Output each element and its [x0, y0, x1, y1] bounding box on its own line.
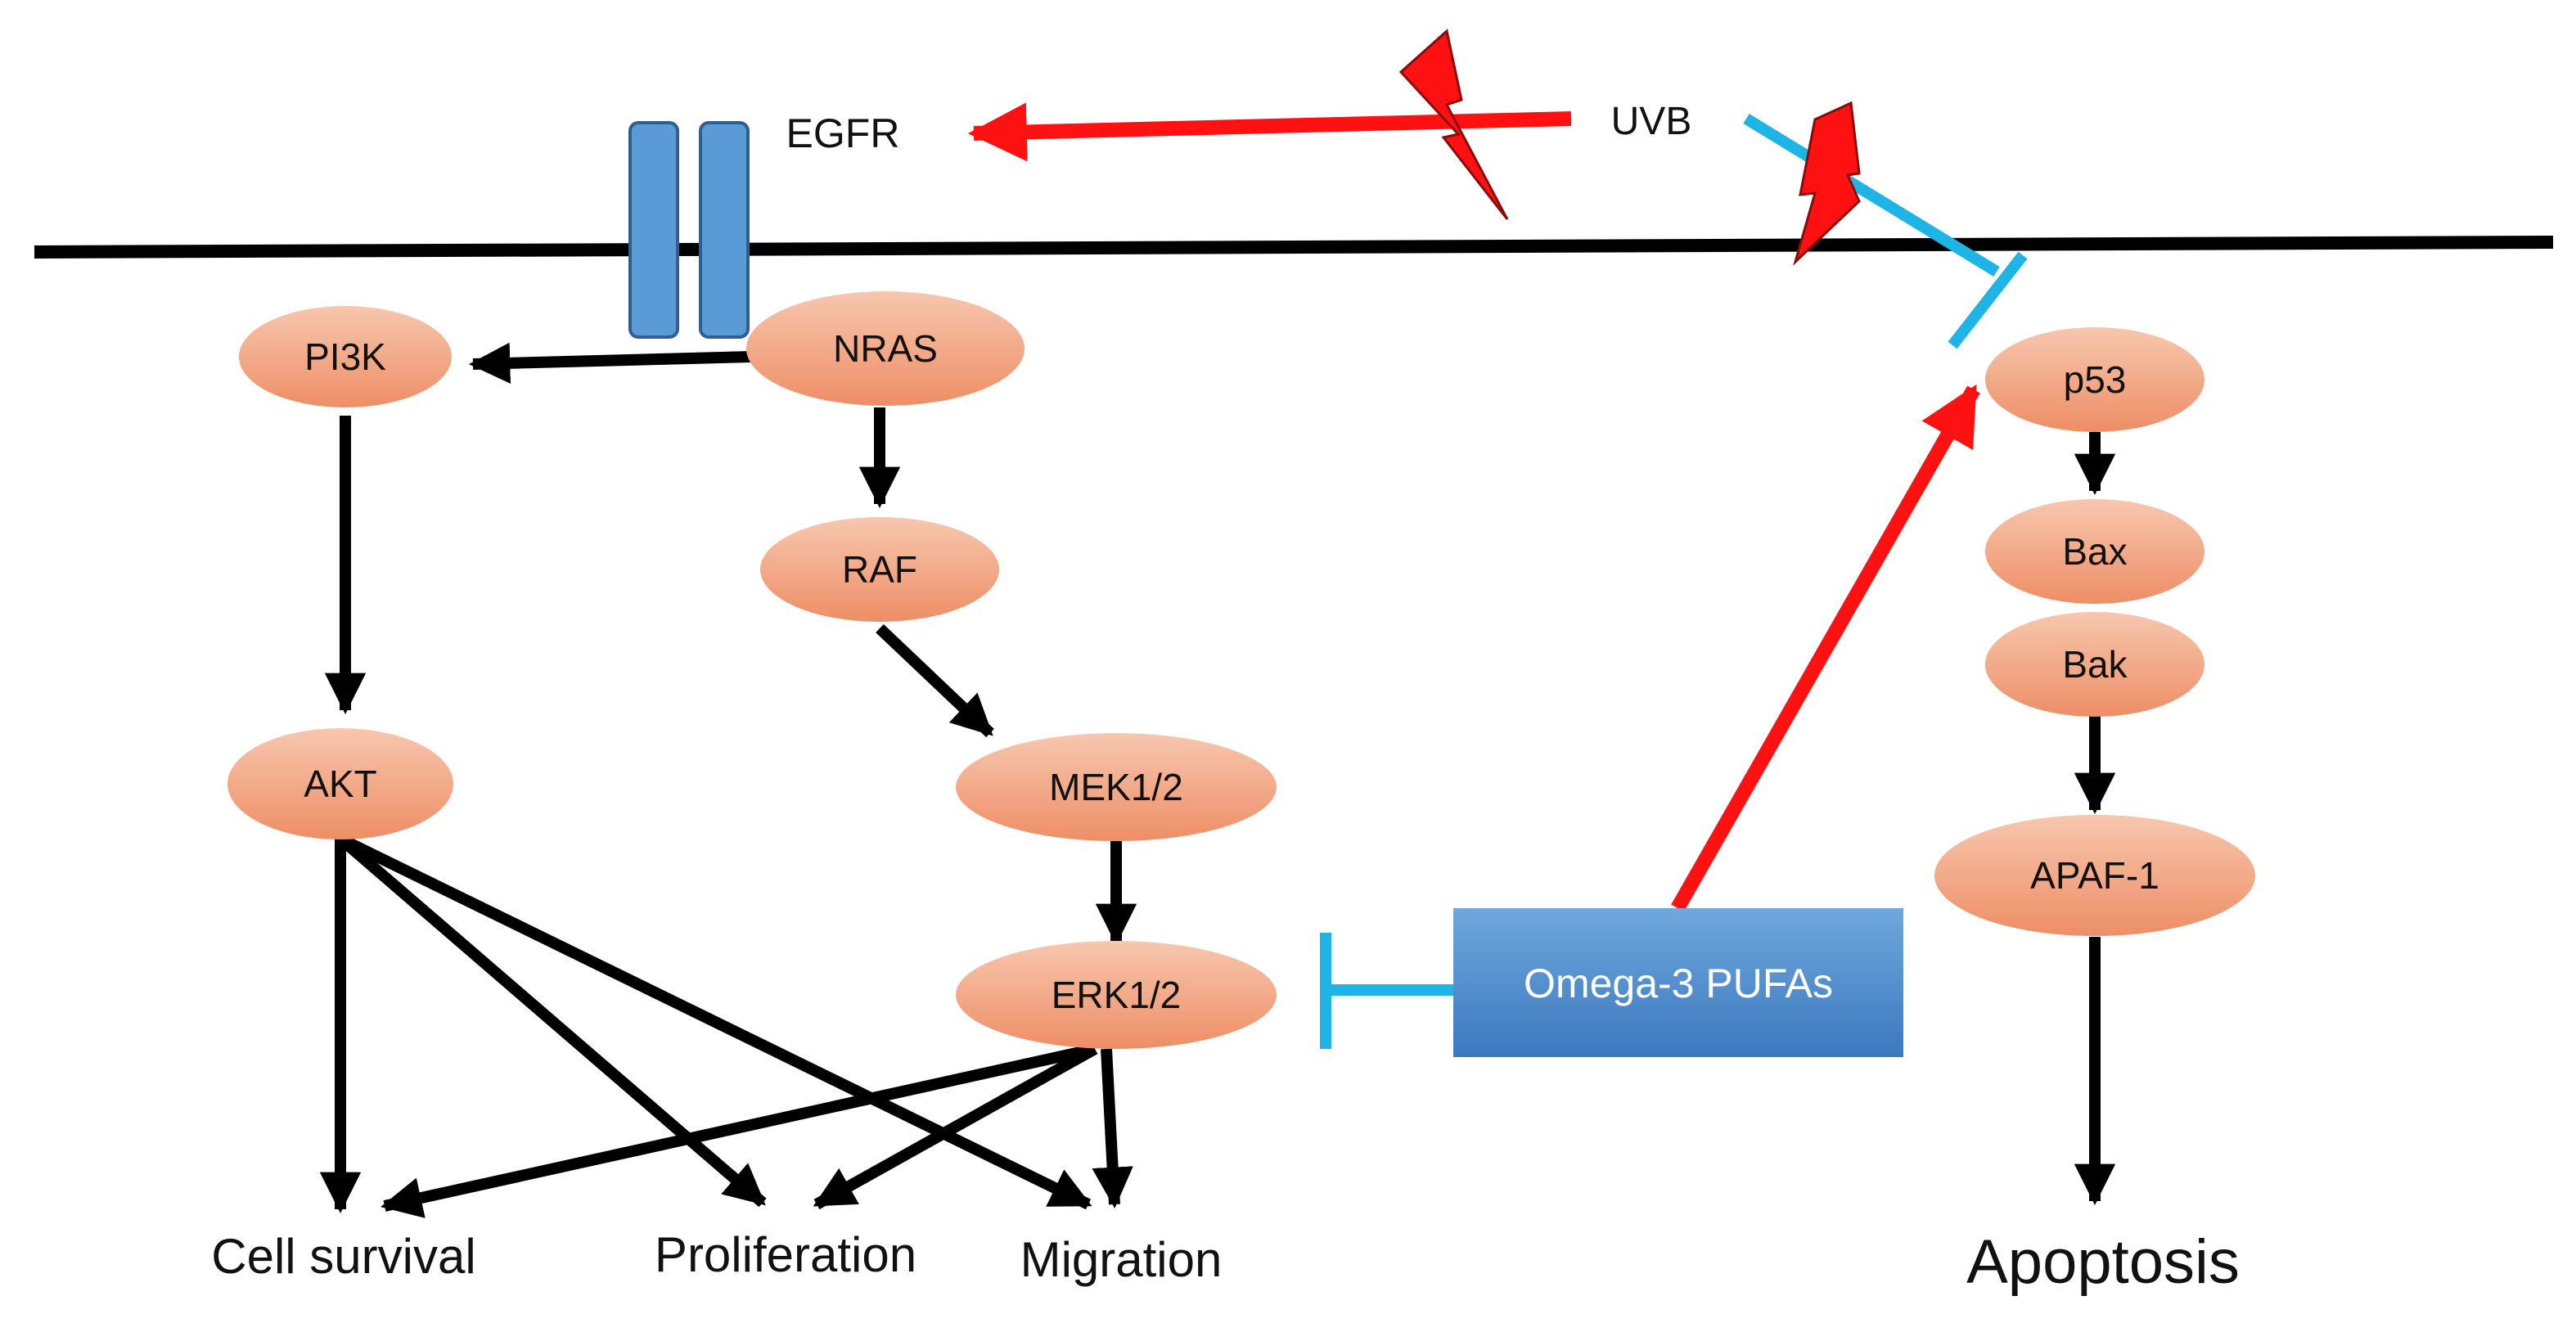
erk-migration-arrow	[1092, 1048, 1133, 1209]
node-akt: AKT	[227, 728, 453, 839]
egfr-receptor-icon	[628, 121, 750, 339]
node-nras: NRAS	[746, 291, 1025, 406]
node-pi3k: PI3K	[239, 306, 452, 407]
node-label-raf: RAF	[842, 548, 917, 591]
uvb-label: UVB	[1611, 100, 1692, 143]
outcome-apoptosis: Apoptosis	[1966, 1227, 2240, 1297]
omega3-box: Omega-3 PUFAs	[1453, 908, 1903, 1057]
outcome-migration: Migration	[1020, 1232, 1223, 1287]
node-mek: MEK1/2	[956, 733, 1277, 841]
node-label-p53: p53	[2064, 358, 2127, 401]
outcome-proliferation: Proliferation	[655, 1227, 916, 1282]
cell-membrane-line	[34, 236, 2554, 259]
node-bak: Bak	[1985, 612, 2204, 717]
node-label-erk: ERK1/2	[1052, 974, 1182, 1016]
node-apaf: APAF-1	[1934, 815, 2255, 936]
akt-proliferation-arrow	[336, 834, 767, 1208]
node-erk: ERK1/2	[956, 941, 1277, 1049]
node-label-pi3k: PI3K	[304, 335, 386, 378]
node-label-bax: Bax	[2062, 530, 2127, 573]
lightning-bolt-icon	[1398, 29, 1509, 220]
erk-proliferation-arrow	[813, 1043, 1098, 1210]
erk-survival-arrow	[381, 1043, 1097, 1218]
node-bax: Bax	[1985, 499, 2204, 604]
node-label-bak: Bak	[2062, 643, 2128, 686]
nras-pi3k-arrow	[468, 342, 752, 384]
akt-migration-arrow	[337, 833, 1092, 1210]
node-label-apaf: APAF-1	[2030, 854, 2159, 897]
uvb-egfr-activation-arrow	[967, 102, 1572, 162]
uvb-p53-inhibition-line	[1743, 114, 2000, 277]
raf-mek-arrow	[876, 623, 994, 738]
node-raf: RAF	[760, 517, 999, 622]
uvb-p53-inhibition-bar	[1948, 251, 2028, 349]
lightning-bolt-icon	[1793, 101, 1861, 266]
node-label-nras: NRAS	[833, 327, 938, 370]
omega3-p53-activation-arrow	[1671, 384, 1980, 912]
outcome-cell-survival: Cell survival	[211, 1229, 475, 1284]
egfr-label: EGFR	[786, 110, 900, 156]
omega3-label: Omega-3 PUFAs	[1524, 961, 1833, 1006]
node-label-mek: MEK1/2	[1049, 766, 1183, 808]
node-label-akt: AKT	[304, 763, 376, 805]
node-p53: p53	[1985, 327, 2204, 432]
